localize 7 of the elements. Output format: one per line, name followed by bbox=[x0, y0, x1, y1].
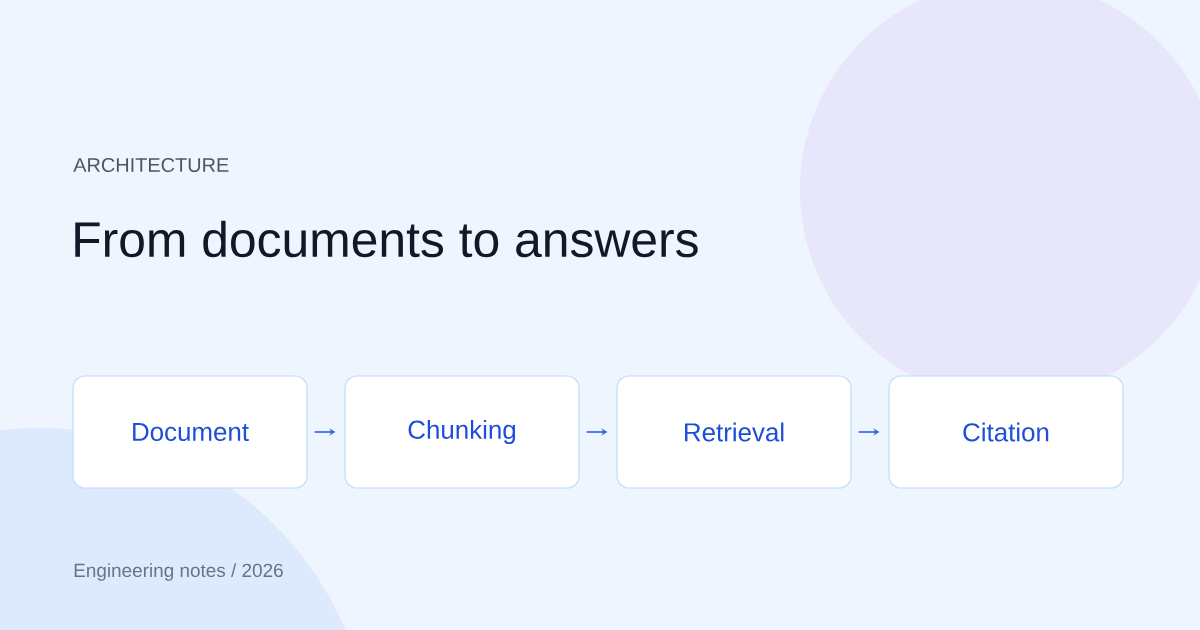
process-box: Retrieval bbox=[616, 375, 852, 489]
footer-note: Engineering notes / 2026 bbox=[74, 563, 283, 581]
process-box: Document bbox=[72, 375, 308, 489]
section-label: ARCHITECTURE bbox=[73, 157, 229, 173]
process-box: Citation bbox=[888, 375, 1124, 489]
title: From documents to answers bbox=[75, 220, 698, 258]
process-box: Chunking bbox=[344, 375, 580, 489]
